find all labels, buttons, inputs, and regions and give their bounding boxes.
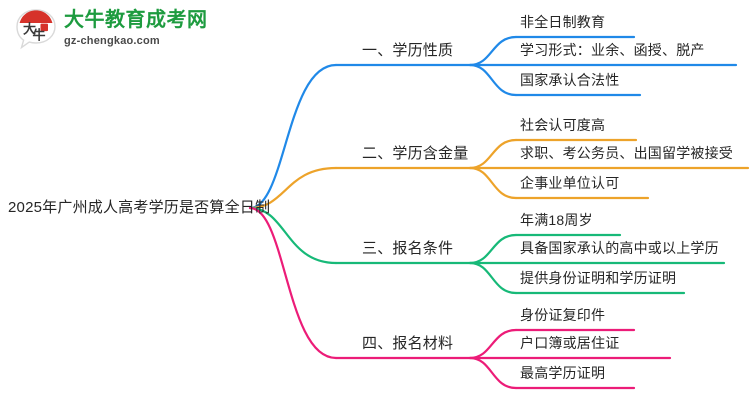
logo-domain: gz-chengkao.com bbox=[64, 35, 160, 47]
site-logo[interactable]: 大 牛 大牛教育成考网 gz-chengkao.com bbox=[14, 6, 208, 52]
branch-1-connectors bbox=[248, 35, 738, 210]
daniu-speech-bubble-logo-icon: 大 牛 bbox=[14, 8, 58, 50]
svg-text:大: 大 bbox=[23, 22, 36, 37]
root-node-label: 2025年广州成人高考学历是否算全日制 bbox=[8, 199, 271, 216]
leaf-label-3-1: 年满18周岁 bbox=[520, 212, 593, 228]
leaf-label-3-2: 具备国家承认的高中或以上学历 bbox=[520, 240, 719, 256]
branch-3-connectors bbox=[248, 206, 726, 295]
leaf-label-2-1: 社会认可度高 bbox=[520, 117, 606, 133]
leaf-label-1-3: 国家承认合法性 bbox=[520, 72, 620, 88]
branch-2-connectors bbox=[248, 138, 750, 210]
branch-label-3: 三、报名条件 bbox=[362, 240, 454, 257]
leaf-label-4-1: 身份证复印件 bbox=[520, 307, 606, 323]
logo-text: 大牛教育成考网 gz-chengkao.com bbox=[64, 9, 208, 48]
svg-text:牛: 牛 bbox=[33, 28, 46, 43]
branch-label-1: 一、学历性质 bbox=[362, 42, 454, 59]
branch-4-connectors bbox=[248, 206, 672, 390]
leaf-label-1-2: 学习形式：业余、函授、脱产 bbox=[520, 42, 705, 58]
branch-label-4: 四、报名材料 bbox=[362, 335, 454, 352]
logo-title-cn: 大牛教育成考网 bbox=[64, 9, 208, 31]
leaf-label-1-1: 非全日制教育 bbox=[520, 14, 606, 30]
leaf-label-4-2: 户口簿或居住证 bbox=[520, 335, 620, 351]
branch-label-2: 二、学历含金量 bbox=[362, 145, 469, 162]
leaf-label-4-3: 最高学历证明 bbox=[520, 365, 606, 381]
leaf-label-2-2: 求职、考公务员、出国留学被接受 bbox=[520, 145, 733, 161]
leaf-label-2-3: 企事业单位认可 bbox=[520, 175, 620, 191]
leaf-label-3-3: 提供身份证明和学历证明 bbox=[520, 270, 677, 286]
